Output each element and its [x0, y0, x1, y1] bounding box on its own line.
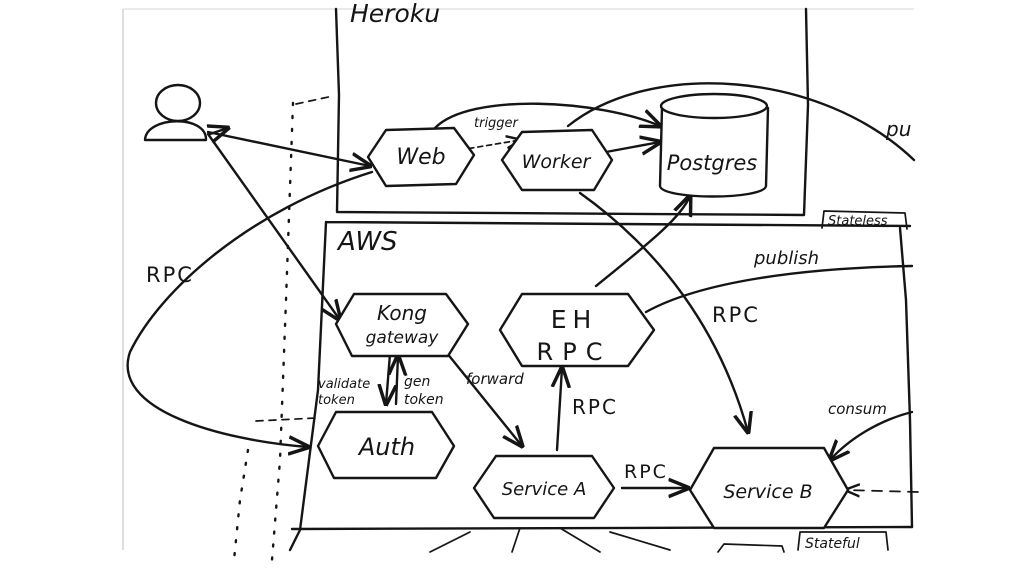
kong-label-line2: gateway: [366, 328, 440, 348]
edges: [126, 82, 919, 553]
postgres-label: Postgres: [667, 151, 758, 175]
edge-user-start: [210, 128, 228, 134]
kong-hexagon: [334, 292, 470, 358]
postgres-cylinder-body: [658, 106, 770, 198]
node-service-b: Service B: [688, 446, 850, 530]
service-a-hexagon: [472, 454, 616, 520]
heroku-box: [334, 7, 810, 217]
edge-gen-token: [396, 356, 398, 406]
label-validate-line1: validate: [318, 377, 370, 392]
label-publish: publish: [753, 248, 819, 269]
label-gen-line1: gen: [404, 374, 430, 390]
heroku-region: Heroku: [334, 0, 810, 217]
eh-label-line2: RPC: [537, 338, 612, 366]
edge-servicea-eh: [557, 368, 562, 452]
label-rpc-right: RPC: [712, 303, 760, 327]
stateless-tag-box: [821, 210, 908, 230]
edge-worker-postgres: [604, 142, 660, 152]
stateless-label: Stateless: [828, 214, 888, 229]
aws-right-edge: [898, 226, 914, 529]
node-auth: Auth: [316, 410, 456, 480]
edge-web-auth-rpc: [126, 170, 374, 447]
label-rpc-left: RPC: [146, 263, 194, 287]
stateful-tag-box: [797, 531, 889, 551]
eh-label-line1: EH: [551, 305, 598, 334]
boundary-dashed-top: [295, 95, 334, 105]
edge-kong-servicea: [436, 340, 522, 446]
node-eh-rpc: EH RPC: [498, 292, 656, 368]
edge-worker-serviceb: [578, 191, 748, 432]
label-rpc-middle: RPC: [572, 395, 618, 419]
worker-label: Worker: [522, 151, 592, 173]
node-service-a: Service A: [472, 454, 616, 520]
edge-validate-token: [386, 352, 390, 404]
node-worker: Worker: [500, 128, 614, 192]
edge-user-web: [206, 130, 370, 166]
kong-label-line1: Kong: [377, 301, 427, 325]
boundary-dotted-1: [270, 101, 295, 562]
stateless-tag: Stateless: [821, 210, 908, 230]
user-figure: [143, 83, 208, 142]
web-hexagon: [366, 126, 476, 188]
edge-web-postgres: [433, 102, 660, 130]
label-pub-cut: pu: [885, 117, 911, 141]
label-forward: forward: [466, 370, 524, 388]
edge-eh-publish: [644, 264, 914, 314]
edge-consume-dashed: [846, 490, 919, 492]
stateful-label: Stateful: [805, 536, 860, 552]
user-head: [154, 83, 202, 123]
edge-consume: [830, 410, 914, 460]
edge-publish-top: [566, 82, 916, 162]
edges-to-stateful: [429, 527, 671, 553]
label-gen-line2: token: [404, 392, 444, 408]
label-validate-line2: token: [318, 393, 355, 408]
boundary-dotted-2: [232, 448, 250, 562]
web-label: Web: [396, 145, 445, 170]
eh-hexagon: [498, 292, 656, 368]
edge-labels: trigger RPC RPC RPC RPC publish pu forwa…: [146, 116, 911, 483]
label-trigger: trigger: [474, 116, 520, 131]
node-postgres: Postgres: [658, 92, 770, 198]
auth-hexagon: [316, 410, 456, 480]
edge-eh-postgres: [594, 196, 690, 288]
heroku-label: Heroku: [350, 0, 440, 28]
postgres-cylinder-top: [659, 92, 769, 120]
stateful-store-stub: [717, 543, 785, 553]
edge-user-kong: [206, 132, 340, 320]
stateful-tag: Stateful: [797, 531, 889, 552]
service-b-label: Service B: [723, 481, 812, 503]
boundary-dashed-bottom: [255, 417, 317, 422]
auth-label: Auth: [357, 433, 415, 461]
node-kong-gateway: Kong gateway: [334, 292, 470, 358]
user-body: [143, 120, 208, 142]
worker-hexagon: [500, 128, 614, 192]
aws-label: AWS: [336, 227, 398, 257]
label-rpc-ab: RPC: [624, 461, 668, 483]
service-b-hexagon: [688, 446, 850, 530]
service-a-label: Service A: [502, 479, 587, 500]
label-consume: consum: [828, 400, 887, 418]
node-web: Web: [366, 126, 476, 188]
